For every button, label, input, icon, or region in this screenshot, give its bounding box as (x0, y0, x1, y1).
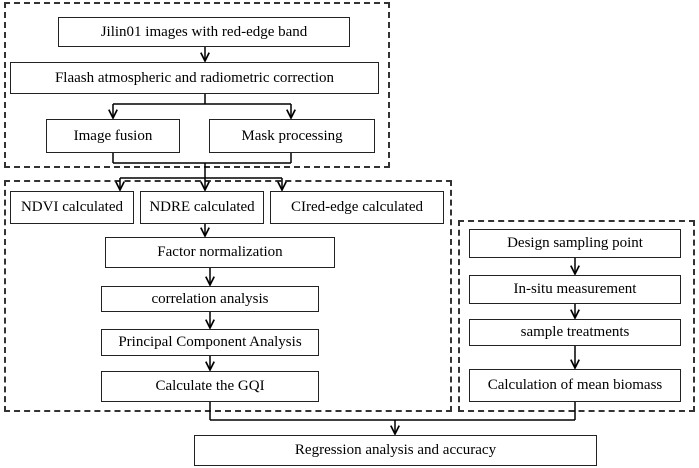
sample-treatments-box: sample treatments (469, 319, 681, 346)
image-fusion-box: Image fusion (46, 119, 180, 153)
correlation-analysis-box: correlation analysis (101, 286, 319, 312)
regression-analysis-box: Regression analysis and accuracy (194, 435, 597, 466)
mask-processing-box: Mask processing (209, 119, 375, 153)
mean-biomass-box: Calculation of mean biomass (469, 369, 681, 402)
ndre-box: NDRE calculated (140, 191, 264, 224)
factor-normalization-box: Factor normalization (105, 237, 335, 268)
calculate-gqi-box: Calculate the GQI (101, 371, 319, 402)
jilin-images-box: Jilin01 images with red-edge band (58, 17, 350, 47)
cired-edge-box: CIred-edge calculated (270, 191, 444, 224)
index-calculation-group (4, 180, 452, 412)
ndvi-box: NDVI calculated (10, 191, 134, 224)
design-sampling-box: Design sampling point (469, 229, 681, 258)
flaash-correction-box: Flaash atmospheric and radiometric corre… (10, 62, 379, 94)
preprocessing-group (4, 2, 390, 168)
pca-box: Principal Component Analysis (101, 329, 319, 356)
field-sampling-group (458, 220, 695, 412)
in-situ-measurement-box: In-situ measurement (469, 275, 681, 304)
